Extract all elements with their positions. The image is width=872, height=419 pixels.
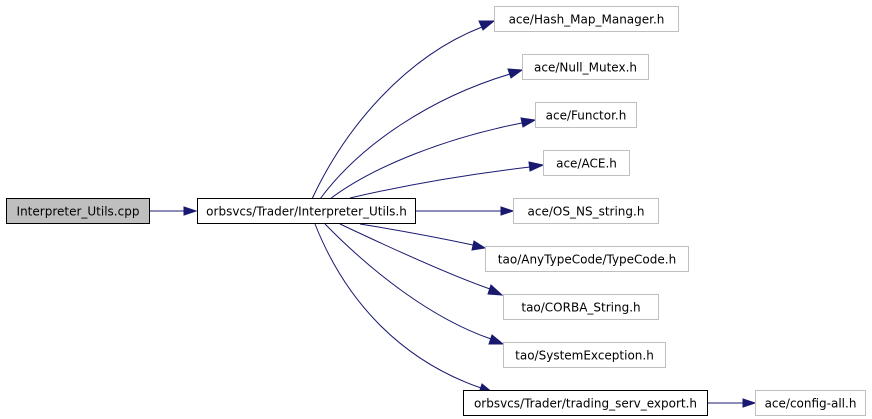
- node-box: [197, 198, 416, 224]
- edge-arrowhead: [507, 68, 524, 79]
- edge-header-to-hash-map-manager: [311, 20, 496, 200]
- node-label: tao/CORBA_String.h: [521, 301, 640, 315]
- edge-header-to-trading-serv-export: [314, 223, 495, 394]
- node-null-mutex-h[interactable]: ace/Null_Mutex.h: [522, 54, 649, 80]
- node-label: tao/AnyTypeCode/TypeCode.h: [498, 253, 676, 267]
- edge-line: [314, 223, 482, 389]
- edge-root-to-header: [150, 206, 198, 216]
- edge-header-to-system-exception: [324, 223, 505, 345]
- node-label: ace/Null_Mutex.h: [534, 61, 637, 75]
- edge-arrowhead: [520, 117, 537, 128]
- node-box: [513, 198, 659, 224]
- node-label: orbsvcs/Trader/Interpreter_Utils.h: [206, 205, 407, 219]
- edge-header-to-typecode: [359, 223, 487, 251]
- edge-line: [324, 223, 492, 340]
- node-box: [494, 6, 679, 32]
- edge-line: [311, 26, 483, 200]
- edge-trading-serv-export-to-config-all: [708, 398, 757, 408]
- node-box: [463, 390, 708, 416]
- node-functor-h[interactable]: ace/Functor.h: [535, 102, 637, 128]
- edge-arrowhead: [183, 206, 198, 216]
- edge-arrowhead: [528, 161, 545, 172]
- node-interpreter-utils-cpp[interactable]: Interpreter_Utils.cpp: [6, 198, 150, 224]
- edge-arrowhead: [742, 398, 757, 408]
- node-box: [503, 294, 659, 320]
- node-label: orbsvcs/Trader/trading_serv_export.h: [474, 397, 697, 411]
- node-config-all-h[interactable]: ace/config-all.h: [755, 390, 866, 416]
- node-label: ace/Hash_Map_Manager.h: [509, 13, 665, 27]
- edge-header-to-os-ns-string: [416, 206, 515, 216]
- node-label: ace/config-all.h: [765, 397, 857, 411]
- edge-arrowhead: [487, 284, 504, 296]
- node-box: [503, 342, 666, 368]
- node-os-ns-string-h[interactable]: ace/OS_NS_string.h: [513, 198, 659, 224]
- node-box: [6, 198, 150, 224]
- node-label: Interpreter_Utils.cpp: [17, 205, 140, 219]
- edge-header-to-ace: [349, 161, 545, 199]
- edge-line: [349, 166, 531, 199]
- node-box: [543, 150, 630, 176]
- edge-arrowhead: [488, 334, 505, 345]
- edges: [150, 20, 757, 408]
- node-label: ace/Functor.h: [546, 109, 627, 123]
- node-ace-h[interactable]: ace/ACE.h: [543, 150, 630, 176]
- node-box: [485, 246, 689, 272]
- edge-header-to-corba-string: [339, 223, 504, 296]
- node-label: tao/SystemException.h: [515, 349, 654, 363]
- edge-header-to-functor: [329, 117, 537, 200]
- edge-arrowhead: [478, 20, 496, 31]
- node-label: ace/OS_NS_string.h: [528, 205, 645, 219]
- nodes: Interpreter_Utils.cpp orbsvcs/Trader/Int…: [6, 6, 866, 416]
- edge-line: [319, 73, 511, 200]
- node-box: [755, 390, 866, 416]
- edge-arrowhead: [471, 240, 487, 251]
- node-corba-string-h[interactable]: tao/CORBA_String.h: [503, 294, 659, 320]
- edge-line: [339, 223, 491, 290]
- edge-header-to-null-mutex: [319, 68, 524, 200]
- node-trading-serv-export-h[interactable]: orbsvcs/Trader/trading_serv_export.h: [463, 390, 708, 416]
- node-system-exception-h[interactable]: tao/SystemException.h: [503, 342, 666, 368]
- node-interpreter-utils-h[interactable]: orbsvcs/Trader/Interpreter_Utils.h: [197, 198, 416, 224]
- node-hash-map-manager-h[interactable]: ace/Hash_Map_Manager.h: [494, 6, 679, 32]
- node-box: [535, 102, 637, 128]
- edge-line: [359, 223, 474, 246]
- node-typecode-h[interactable]: tao/AnyTypeCode/TypeCode.h: [485, 246, 689, 272]
- edge-arrowhead: [500, 206, 515, 216]
- node-box: [522, 54, 649, 80]
- edge-line: [329, 122, 523, 200]
- node-label: ace/ACE.h: [556, 157, 617, 171]
